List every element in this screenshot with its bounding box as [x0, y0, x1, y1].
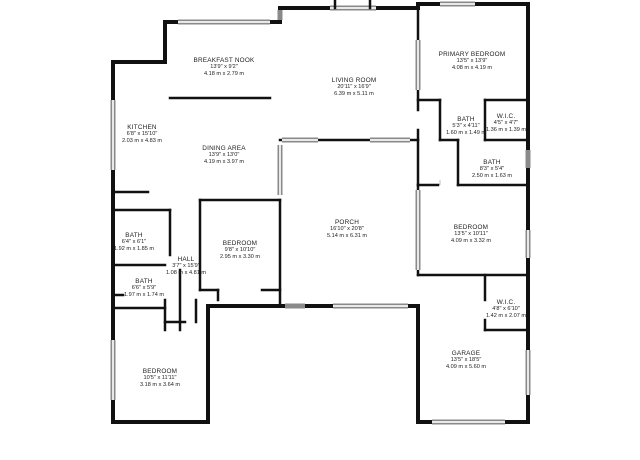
room-label-primary-bedroom: PRIMARY BEDROOM 13'5" x 13'9" 4.08 m x 4… — [439, 51, 506, 71]
room-dimensions-metric: 5.14 m x 6.31 m — [326, 232, 368, 239]
room-name: LIVING ROOM — [331, 76, 377, 84]
room-dimensions-imperial: 10'5" x 11'11" — [143, 375, 177, 382]
room-dimensions-metric: 4.18 m x 2.79 m — [203, 70, 245, 77]
room-label-wic-primary: W.I.C. 4'5" x 4'7" 1.36 m x 1.39 m — [486, 113, 526, 133]
room-dimensions-imperial: 3'7" x 15'9" — [172, 263, 200, 270]
room-dimensions-metric: 2.95 m x 3.30 m — [219, 253, 261, 260]
room-label-bath-primary: BATH 5'3" x 4'11" 1.60 m x 1.49 m — [446, 116, 486, 136]
room-name: GARAGE — [451, 349, 481, 357]
room-dimensions-imperial: 8'3" x 5'4" — [479, 166, 505, 173]
room-dimensions-metric: 2.03 m x 4.83 m — [121, 137, 163, 144]
room-dimensions-metric: 6.39 m x 5.11 m — [334, 90, 374, 97]
room-dimensions-imperial: 9'8" x 10'10" — [224, 247, 256, 254]
room-label-bath-west: BATH 6'4" x 6'1" 1.92 m x 1.85 m — [114, 232, 154, 252]
fixtures — [333, 0, 441, 185]
room-label-bedroom-center: BEDROOM 9'8" x 10'10" 2.95 m x 3.30 m — [220, 240, 260, 260]
room-label-breakfast-nook: BREAKFAST NOOK 13'9" x 9'2" 4.18 m x 2.7… — [194, 57, 255, 77]
room-dimensions-imperial: 4'5" x 4'7" — [493, 120, 519, 127]
room-dimensions-imperial: 5'3" x 4'11" — [452, 123, 480, 130]
room-name: DINING AREA — [202, 144, 246, 152]
room-dimensions-metric: 4.09 m x 3.32 m — [450, 237, 492, 244]
room-dimensions-imperial: 6'6" x 5'9" — [131, 285, 157, 292]
room-label-dining-area: DINING AREA 13'9" x 13'0" 4.19 m x 3.97 … — [202, 145, 245, 165]
room-name: PRIMARY BEDROOM — [438, 50, 506, 58]
room-dimensions-imperial: 4'8" x 6'10" — [492, 306, 520, 313]
room-dimensions-imperial: 13'5" x 10'11" — [454, 231, 488, 238]
room-dimensions-imperial: 13'5" x 18'5" — [450, 357, 482, 364]
room-dimensions-metric: 3.18 m x 3.64 m — [139, 381, 181, 388]
room-dimensions-imperial: 6'8" x 15'10" — [126, 131, 158, 138]
room-dimensions-imperial: 6'4" x 6'1" — [121, 239, 147, 246]
room-name: BREAKFAST NOOK — [193, 56, 255, 64]
room-dimensions-metric: 1.36 m x 1.39 m — [485, 126, 527, 133]
room-name: BATH — [135, 277, 153, 285]
room-label-kitchen: KITCHEN 6'8" x 15'10" 2.03 m x 4.83 m — [122, 124, 162, 144]
room-name: BEDROOM — [142, 367, 178, 375]
room-label-bedroom-east: BEDROOM 13'5" x 10'11" 4.09 m x 3.32 m — [451, 224, 491, 244]
room-dimensions-imperial: 20'11" x 16'9" — [337, 84, 371, 91]
room-label-bath-small: BATH 6'6" x 5'9" 1.97 m x 1.74 m — [124, 278, 164, 298]
room-name: PORCH — [334, 218, 360, 226]
room-name: BATH — [125, 231, 143, 239]
room-dimensions-imperial: 13'9" x 13'0" — [208, 152, 240, 159]
room-dimensions-metric: 4.08 m x 4.19 m — [451, 64, 493, 71]
room-dimensions-metric: 4.09 m x 5.60 m — [445, 363, 487, 370]
room-label-bedroom-sw: BEDROOM 10'5" x 11'11" 3.18 m x 3.64 m — [140, 368, 180, 388]
room-label-bath-primary-2: BATH 8'3" x 5'4" 2.50 m x 1.63 m — [472, 159, 512, 179]
room-name: BEDROOM — [453, 223, 489, 231]
room-name: W.I.C. — [496, 112, 516, 120]
room-name: BATH — [457, 115, 475, 123]
room-dimensions-metric: 1.08 m x 4.81 m — [165, 269, 207, 276]
room-label-porch: PORCH 16'10" x 20'8" 5.14 m x 6.31 m — [327, 219, 367, 239]
room-dimensions-metric: 1.97 m x 1.74 m — [123, 291, 165, 298]
room-name: HALL — [177, 255, 195, 263]
room-dimensions-metric: 1.92 m x 1.85 m — [113, 245, 155, 252]
room-name: BEDROOM — [222, 239, 258, 247]
room-name: BATH — [483, 158, 501, 166]
room-dimensions-imperial: 13'9" x 9'2" — [210, 64, 238, 71]
room-dimensions-imperial: 13'5" x 13'9" — [456, 58, 488, 65]
room-label-hall: HALL 3'7" x 15'9" 1.08 m x 4.81 m — [166, 256, 206, 276]
windows — [110, 1, 531, 425]
room-dimensions-metric: 2.50 m x 1.63 m — [471, 172, 513, 179]
room-label-garage: GARAGE 13'5" x 18'5" 4.09 m x 5.60 m — [446, 350, 486, 370]
room-name: W.I.C. — [496, 298, 516, 306]
room-dimensions-metric: 1.60 m x 1.49 m — [445, 129, 487, 136]
room-dimensions-metric: 1.42 m x 2.07 m — [485, 312, 527, 319]
room-dimensions-imperial: 16'10" x 20'8" — [330, 226, 364, 233]
room-label-living-room: LIVING ROOM 20'11" x 16'9" 6.39 m x 5.11… — [332, 77, 377, 97]
room-label-wic-garage: W.I.C. 4'8" x 6'10" 1.42 m x 2.07 m — [486, 299, 526, 319]
room-dimensions-metric: 4.19 m x 3.97 m — [203, 158, 245, 165]
room-name: KITCHEN — [127, 123, 157, 131]
